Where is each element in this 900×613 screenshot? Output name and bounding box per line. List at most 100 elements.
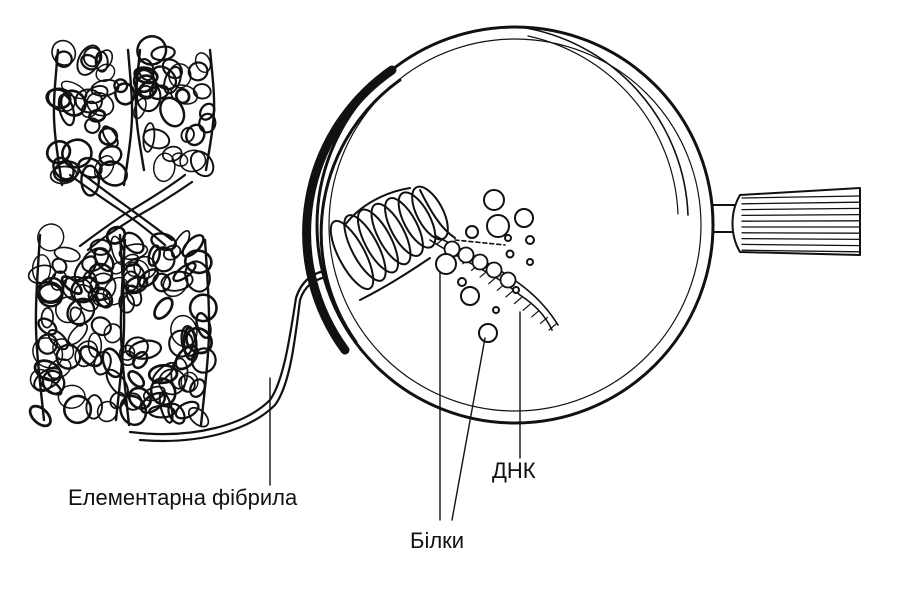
chromatin-loop <box>52 338 75 361</box>
chromatin-loop <box>114 82 136 106</box>
chromatin-loop <box>54 50 73 69</box>
chromatid-outline <box>199 238 211 427</box>
chromatin-loop <box>158 391 174 424</box>
chromatin-loop <box>90 316 112 337</box>
chromatin-loop <box>189 150 215 178</box>
chromatin-loop <box>66 297 96 326</box>
chromatin-loop <box>188 293 218 323</box>
chromatin-loop <box>187 61 209 82</box>
magnifier-lens <box>302 25 715 425</box>
chromatin-loop <box>102 276 130 306</box>
chromatin-loop <box>113 78 129 94</box>
chromatin-loop <box>149 377 177 407</box>
chromatin-loop <box>73 255 97 283</box>
protein-particle <box>486 214 510 238</box>
chromatin-loop <box>50 270 68 291</box>
chromatin-loop <box>98 126 119 146</box>
chromatin-loop <box>159 96 186 128</box>
chromatid-arm-upper-right <box>132 35 217 183</box>
protein-particle <box>457 277 467 287</box>
chromatin-loop <box>168 329 195 358</box>
handle-ridge <box>741 249 861 253</box>
chromatin-loop <box>170 84 199 105</box>
chromatin-loop <box>63 394 93 425</box>
chromatid-arm-lower-right <box>118 229 218 428</box>
chromatin-loop <box>174 400 200 420</box>
chromatin-loop <box>52 156 75 181</box>
chromatin-loop <box>168 63 192 89</box>
chromatin-loop <box>45 87 72 110</box>
solenoid-coil <box>370 202 412 266</box>
chromatin-loop <box>153 296 174 320</box>
chromatin-loop <box>161 145 183 163</box>
chromatin-loop <box>73 284 100 312</box>
chromatin-loop <box>28 404 52 428</box>
chromatin-loop <box>181 233 205 258</box>
chromatin-loop <box>158 368 187 396</box>
dna-rung <box>505 290 514 298</box>
chromatin-loop <box>118 243 149 261</box>
chromatin-loop <box>174 87 191 105</box>
chromatin-loop <box>194 52 212 74</box>
chromatin-loop <box>151 361 176 384</box>
chromatin-loop <box>151 246 176 273</box>
protein-particle <box>526 258 534 266</box>
chromatin-loop <box>138 80 158 99</box>
protein-particle <box>492 306 500 314</box>
protein-particle <box>483 189 505 211</box>
chromatin-loop <box>109 391 126 410</box>
nucleosome-bead <box>499 271 517 289</box>
elementary-fibril <box>128 268 334 443</box>
nucleosome-bead <box>457 246 475 264</box>
chromatin-loop <box>180 325 198 357</box>
dna-rung <box>436 237 445 245</box>
coiled-fibril <box>329 185 456 301</box>
leader-lines <box>269 271 521 521</box>
chromatin-loop <box>82 270 98 294</box>
chromatid-outline <box>52 48 64 187</box>
nucleosome-bead <box>485 261 503 279</box>
chromatin-loop <box>91 292 111 308</box>
chromatin-loop <box>183 249 213 275</box>
chromatin-loop <box>55 343 82 370</box>
chromatin-loop <box>67 322 89 346</box>
chromatin-loop <box>179 149 207 173</box>
chromatin-loop <box>60 80 88 100</box>
chromatin-loop <box>94 50 109 73</box>
chromatin-loop <box>80 164 100 197</box>
protein-particle <box>514 208 534 228</box>
dna-rung <box>513 296 523 305</box>
chromatin-loop <box>60 275 83 296</box>
chromatin-loop <box>81 247 110 273</box>
chromatin-loop <box>153 152 176 183</box>
handle-ridge <box>741 213 861 217</box>
solenoid-coil <box>343 214 387 282</box>
chromatin-loop <box>122 231 145 255</box>
chromatin-loop <box>142 385 166 402</box>
label-elementary-fibril: Елементарна фібрила <box>68 485 298 510</box>
chromosome <box>27 35 218 428</box>
chromatin-loop <box>163 65 182 95</box>
chromatin-loop <box>40 307 54 329</box>
chromatin-loop <box>37 317 58 336</box>
chromatin-loop <box>150 45 176 62</box>
chromatin-loop <box>172 261 197 283</box>
chromatin-loop <box>85 394 103 420</box>
chromatin-loop <box>51 39 77 66</box>
solenoid-coil <box>329 219 375 291</box>
chromatin-loop <box>37 333 59 355</box>
chromatin-loop <box>74 340 99 368</box>
dna-rung <box>522 303 531 311</box>
chromatin-loop <box>142 122 156 153</box>
chromatid-arm-lower-left <box>27 223 130 428</box>
solenoid-coil <box>356 208 400 274</box>
centromere <box>68 168 194 252</box>
chromatin-loop <box>119 394 148 427</box>
chromatid-outline <box>119 238 131 427</box>
solenoid-coil <box>384 197 424 257</box>
chromatin-loop <box>131 350 149 370</box>
dna-rung <box>488 277 497 285</box>
label-dna: ДНК <box>492 458 536 483</box>
protein-particles <box>435 189 535 343</box>
